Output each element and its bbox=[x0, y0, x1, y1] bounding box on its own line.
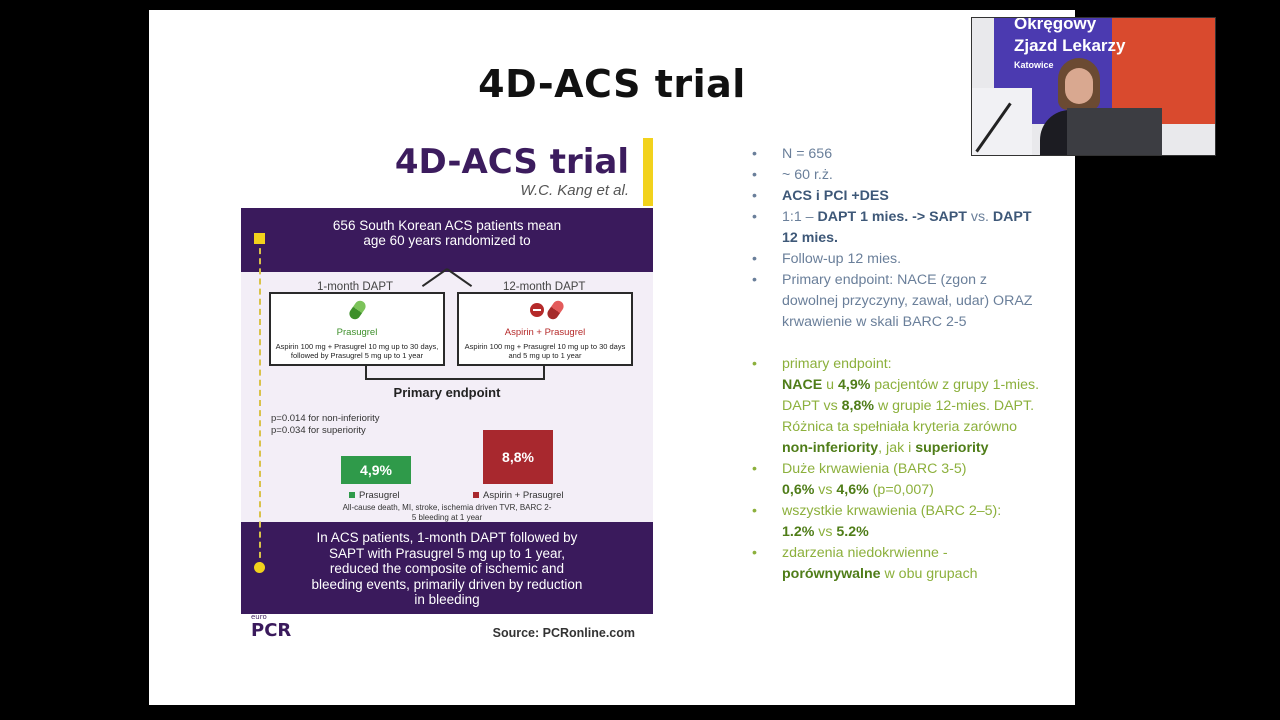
bullet-follow-up: Follow-up 12 mies. bbox=[752, 249, 1042, 270]
bullet-major-bleeding: Duże krwawienia (BARC 3-5)0,6% vs 4,6% (… bbox=[752, 459, 1042, 501]
bullet-age: ~ 60 r.ż. bbox=[752, 165, 1042, 186]
bullet-primary-endpoint-def: Primary endpoint: NACE (zgon z dowolnej … bbox=[752, 270, 1042, 333]
infographic-header: 4D-ACS trial W.C. Kang et al. bbox=[241, 138, 653, 208]
timeline-end-marker bbox=[254, 562, 265, 573]
pill-icon bbox=[346, 298, 368, 322]
banner-line1: Okręgowy bbox=[1014, 17, 1097, 33]
primary-endpoint-label: Primary endpoint bbox=[393, 385, 501, 400]
result-prasugrel: 4,9% bbox=[341, 456, 411, 484]
result-aspirin-prasugrel: 8,8% bbox=[483, 430, 553, 484]
arm2-label: 12-month DAPT bbox=[503, 281, 586, 293]
timeline-line bbox=[259, 238, 263, 568]
bullet-list: N = 656 ~ 60 r.ż. ACS i PCI +DES 1:1 – D… bbox=[752, 144, 1042, 585]
conclusion-panel: In ACS patients, 1-month DAPT followed b… bbox=[241, 522, 653, 614]
infographic-title: 4D-ACS trial bbox=[394, 142, 629, 182]
legend-prasugrel: Prasugrel bbox=[349, 490, 400, 501]
connector-line bbox=[365, 366, 545, 380]
bullet-sample-size: N = 656 bbox=[752, 144, 1042, 165]
bullet-ischemic-events: zdarzenia niedokrwienne - porównywalne w… bbox=[752, 543, 1042, 585]
population-text: 656 South Korean ACS patients mean age 6… bbox=[332, 218, 562, 248]
source-credit: Source: PCRonline.com bbox=[492, 626, 635, 640]
p-superiority: p=0.034 for superiority bbox=[271, 425, 366, 436]
arm2-regimen: Aspirin 100 mg + Prasugrel 10 mg up to 3… bbox=[464, 342, 626, 360]
arm2-box: Aspirin + Prasugrel Aspirin 100 mg + Pra… bbox=[457, 292, 633, 366]
presentation-slide: 4D-ACS trial 4D-ACS trial W.C. Kang et a… bbox=[149, 10, 1075, 705]
arm2-drug: Aspirin + Prasugrel bbox=[504, 327, 586, 338]
stop-icon bbox=[529, 303, 544, 317]
banner-line2: Zjazd Lekarzy bbox=[1014, 36, 1126, 55]
bullet-primary-endpoint-result: primary endpoint:NACE u 4,9% pacjentów z… bbox=[752, 354, 1042, 459]
arm1-drug: Prasugrel bbox=[336, 327, 378, 338]
banner-graphic bbox=[1112, 18, 1215, 124]
speaker-webcam: Okręgowy Zjazd Lekarzy Katowice bbox=[971, 17, 1216, 156]
population-panel: 656 South Korean ACS patients mean age 6… bbox=[241, 208, 653, 272]
conclusion-text: In ACS patients, 1-month DAPT followed b… bbox=[311, 530, 583, 607]
p-noninferiority: p=0.014 for non-inferiority bbox=[271, 413, 380, 424]
slide-title: 4D-ACS trial bbox=[478, 62, 746, 106]
arm1-label: 1-month DAPT bbox=[317, 281, 394, 293]
composite-endpoint: All-cause death, MI, stroke, ischemia dr… bbox=[342, 503, 552, 522]
bullet-population: ACS i PCI +DES bbox=[752, 186, 1042, 207]
yellow-accent-bar bbox=[643, 138, 653, 206]
timeline-start-marker bbox=[254, 233, 265, 244]
infographic-author: W.C. Kang et al. bbox=[520, 182, 629, 199]
laptop-icon bbox=[1067, 108, 1162, 155]
arm1-box: Prasugrel Aspirin 100 mg + Prasugrel 10 … bbox=[269, 292, 445, 366]
bullet-randomization: 1:1 – DAPT 1 mies. -> SAPT vs. DAPT 12 m… bbox=[752, 207, 1042, 249]
trial-infographic: 4D-ACS trial W.C. Kang et al. 656 South … bbox=[241, 138, 653, 643]
banner-city: Katowice bbox=[1014, 60, 1054, 70]
bullet-all-bleeding: wszystkie krwawienia (BARC 2–5):1.2% vs … bbox=[752, 501, 1042, 543]
legend-aspirin-prasugrel: Aspirin + Prasugrel bbox=[473, 490, 564, 501]
arm1-regimen: Aspirin 100 mg + Prasugrel 10 mg up to 3… bbox=[275, 342, 439, 360]
pill-icon bbox=[544, 298, 566, 322]
